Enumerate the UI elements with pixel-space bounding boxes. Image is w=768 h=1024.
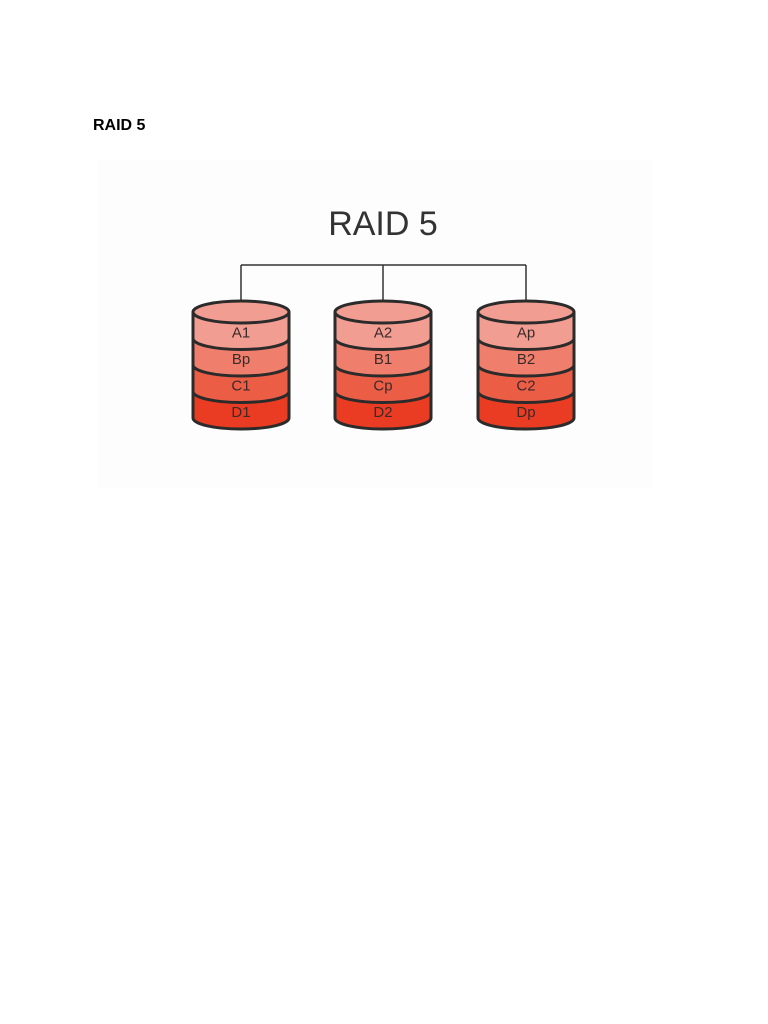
disk-cap bbox=[191, 299, 291, 325]
block-label: B2 bbox=[517, 351, 535, 368]
block-label: Dp bbox=[516, 404, 535, 421]
block-label: A1 bbox=[232, 324, 250, 341]
document-heading: RAID 5 bbox=[93, 117, 146, 134]
block-label: Bp bbox=[232, 351, 250, 368]
block-label: D2 bbox=[373, 404, 392, 421]
block-label: A2 bbox=[374, 324, 392, 341]
block-label: C1 bbox=[231, 377, 250, 394]
block-label: B1 bbox=[374, 351, 392, 368]
disk-cap bbox=[476, 299, 576, 325]
block-label: Ap bbox=[517, 324, 535, 341]
disk-cap bbox=[333, 299, 433, 325]
block-label: D1 bbox=[231, 404, 250, 421]
block-label: Cp bbox=[373, 377, 392, 394]
block-label: C2 bbox=[516, 377, 535, 394]
diagram-title: RAID 5 bbox=[328, 205, 438, 243]
